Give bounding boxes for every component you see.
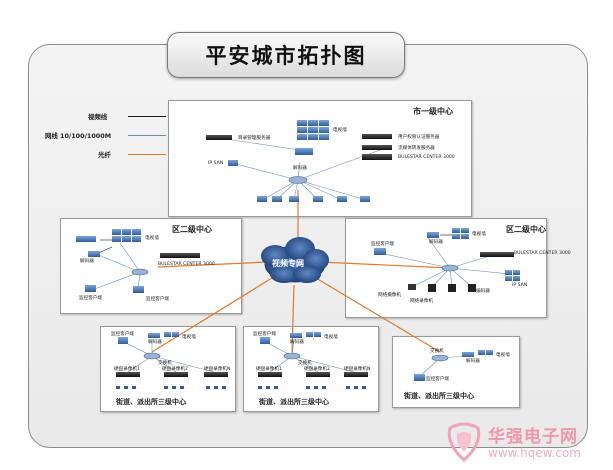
- street1-decoder-label: 解码器: [148, 340, 162, 345]
- district-right-decoder-label: 解码器: [429, 240, 443, 245]
- street2-dvrn-label: 硬盘录像机N: [344, 367, 371, 372]
- fiber-to-district-right: [319, 261, 451, 269]
- city-ipsan-label: IP SAN: [208, 161, 224, 166]
- fiber-to-street-1: [151, 277, 273, 353]
- district-left-bluestar-label: BULESTAR CENTER 3000: [158, 262, 215, 267]
- watermark-brand: 华强电子网: [488, 427, 578, 447]
- district-right-links: [379, 237, 511, 288]
- city-dir-server-label: 目录管理服务器: [238, 136, 271, 141]
- fiber-to-street-3: [315, 277, 441, 353]
- street1-title: 街道、派出所三级中心: [116, 398, 186, 406]
- district-left-client2-label: 监控客户端: [146, 297, 169, 302]
- street3-switch-label: 交换机: [430, 349, 444, 354]
- video-network-cloud: [261, 237, 329, 283]
- legend-network-label: 网线 10/100/1000M: [45, 132, 112, 140]
- street-panel-3: [392, 336, 520, 408]
- street2-dvr1-label: 硬盘录像机1: [256, 367, 282, 372]
- city-decoder-label: 解码器: [293, 166, 307, 171]
- street2-client-label: 监控客户端: [253, 332, 276, 337]
- legend-video-line: [128, 116, 166, 117]
- street3-devices: [414, 350, 493, 381]
- street1-dvrn-label: 硬盘录像机N: [204, 367, 231, 372]
- district-right-ipsan-label: IP SAN: [512, 283, 528, 288]
- city-auth-server-label: 用户权限认证服务器: [398, 135, 440, 140]
- street3-decoder-label: 解码器: [466, 359, 480, 364]
- legend-fiber-label: 光纤: [98, 151, 111, 159]
- fiber-to-district-left: [157, 261, 269, 268]
- fiber-to-street-2: [291, 284, 295, 353]
- city-center-title: 市一级中心: [413, 107, 453, 116]
- legend-video-label: 视频线: [88, 113, 108, 121]
- district-right-nvr-label: 网络录像机: [410, 299, 433, 304]
- fiber-links: [151, 190, 451, 353]
- district-left-tv-wall-label: 电视墙: [145, 236, 159, 241]
- district-right-encoder-label: 编码器: [476, 289, 490, 294]
- street3-client-label: 监控客户端: [426, 377, 449, 382]
- street1-switch-label: 交换机: [158, 361, 172, 366]
- district-right-devices: [374, 228, 520, 292]
- street3-title: 街道、派出所三级中心: [404, 392, 474, 400]
- watermark-logo-icon: [447, 422, 481, 463]
- district-left-client-label: 监控客户端: [79, 296, 102, 301]
- district-right-client-label: 监控客户端: [371, 242, 394, 247]
- district-left-devices: [76, 229, 200, 293]
- city-tv-wall-label: 电视墙: [333, 128, 347, 133]
- district-right-net-encoder-label: 网络摄像机: [378, 293, 401, 298]
- district-left-decoder-label: 解码器: [80, 259, 94, 264]
- street2-tv-wall-label: 电视墙: [324, 335, 338, 340]
- street2-title: 街道、派出所三级中心: [259, 398, 329, 406]
- district-right-bluestar-label: BULESTAR CENTER 3000: [514, 251, 571, 256]
- street1-dvr2-label: 硬盘录像机2: [162, 367, 188, 372]
- street2-dvr2-label: 硬盘录像机2: [304, 367, 330, 372]
- street1-client-label: 监控客户端: [111, 332, 134, 337]
- legend-fiber-line: [128, 154, 166, 155]
- street2-decoder-label: 解码器: [290, 340, 304, 345]
- watermark-url: www.hqew.com: [488, 446, 581, 460]
- district-left-panel: [60, 218, 242, 314]
- cloud-label: 视频专网: [272, 259, 304, 268]
- district-right-tv-wall-label: 电视墙: [472, 232, 486, 237]
- street1-tv-wall-label: 电视墙: [182, 335, 196, 340]
- street3-tv-wall-label: 电视墙: [496, 353, 510, 358]
- title-plate: 平安城市拓扑图: [167, 32, 405, 78]
- street1-devices: [116, 332, 228, 389]
- city-media-server-label: 流媒体转发服务器: [398, 146, 435, 151]
- legend-network-line: [128, 135, 166, 136]
- street2-switch-label: 交换机: [298, 361, 312, 366]
- city-bluestar-label: BULESTAR CENTER 3000: [398, 155, 455, 160]
- district-left-links: [91, 242, 141, 291]
- district-right-title: 区二级中心: [506, 225, 546, 234]
- page-title: 平安城市拓扑图: [205, 44, 367, 68]
- street2-devices: [258, 332, 368, 389]
- city-devices: [206, 120, 392, 202]
- district-left-title: 区二级中心: [172, 225, 212, 234]
- street1-dvr1-label: 硬盘录像机1: [114, 367, 140, 372]
